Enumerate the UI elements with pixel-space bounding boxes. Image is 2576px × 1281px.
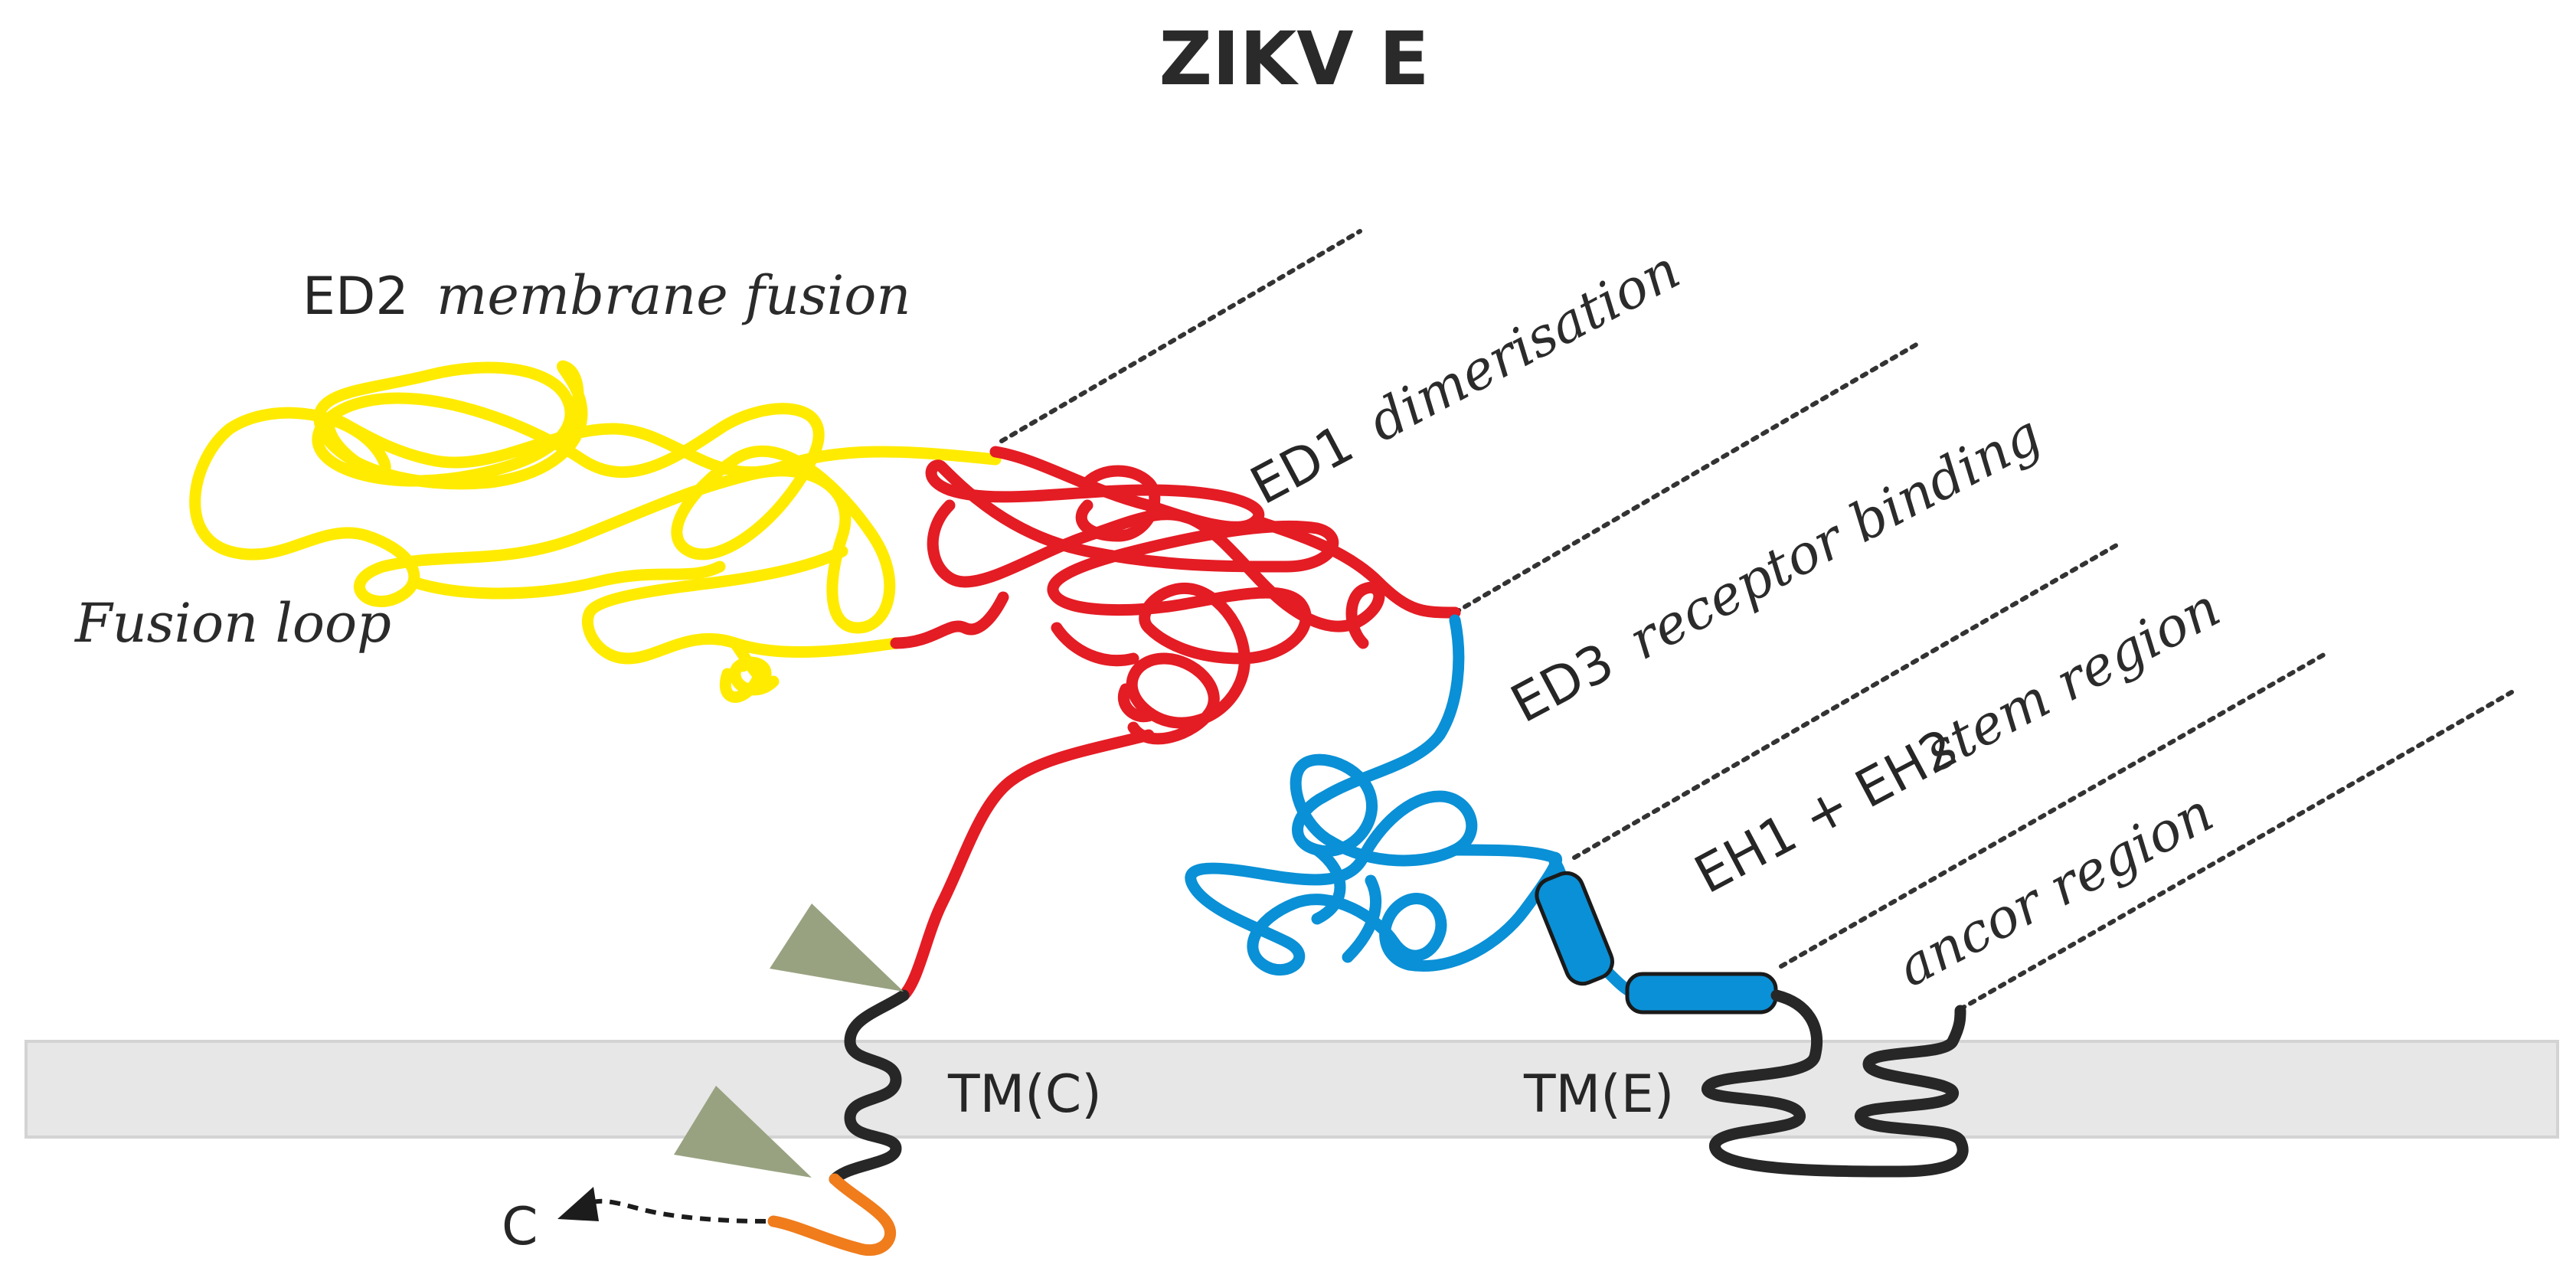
ed2-domain-structure: [189, 360, 1002, 703]
ed1-code-label: ED1: [1241, 413, 1363, 517]
cleavage-marker-upper: [770, 904, 904, 992]
leader-line-stem: [1572, 543, 2119, 860]
leader-lines: [999, 229, 2514, 1011]
c-terminus-dashed-line: [593, 1198, 767, 1224]
transmembrane-segments: [829, 989, 1969, 1185]
ed3-chain-2: [1311, 844, 1561, 963]
tm-c-label: TM(C): [947, 1064, 1102, 1125]
ed1-domain-structure: [890, 446, 1461, 1002]
tm-e-label: TM(E): [1523, 1064, 1674, 1125]
c-terminus-arrowhead: [557, 1187, 599, 1221]
ed1-chain: [925, 446, 1461, 745]
ed1-to-tmc-linker: [897, 729, 1155, 1002]
anchor-function-label: ancor region: [1887, 781, 2223, 999]
membrane-border: [25, 1040, 2559, 1139]
fusion-loop-label: Fusion loop: [74, 592, 391, 655]
cleavage-marker-lower: [674, 1086, 812, 1178]
ed1-function-label: dimerisation: [1358, 238, 1690, 454]
tm-e-coil: [1702, 989, 1969, 1178]
eh1-helix: [1535, 871, 1614, 986]
ed3-function-label: receptor binding: [1619, 403, 2051, 672]
leader-line-ed3: [1453, 341, 1921, 615]
eh2-helix: [1625, 972, 1778, 1015]
ed3-chain: [1185, 614, 1562, 976]
ed2-chain: [189, 360, 1002, 634]
ed2-chain-lower: [407, 545, 902, 696]
leader-line-anchor-2: [1958, 690, 2514, 1011]
leader-line-anchor-1: [1779, 650, 2330, 969]
membrane-band: [26, 1041, 2558, 1137]
diagram-title: ZIKV E: [1159, 16, 1429, 102]
leader-line-ed1: [999, 229, 1362, 443]
stem-function-label: stem region: [1914, 576, 2230, 783]
tm-c-coil: [829, 989, 910, 1185]
ed3-code-label: ED3: [1502, 632, 1623, 735]
ed3-label-group: ED3 receptor binding: [1502, 403, 2051, 735]
c-tail: [767, 1173, 897, 1256]
ed1-label-group: ED1 dimerisation: [1241, 238, 1690, 517]
ed2-loop-bottom: [719, 658, 765, 703]
ed2-code-label: ED2: [302, 266, 409, 327]
cleavage-markers: [674, 904, 904, 1178]
c-terminus-label: C: [502, 1197, 538, 1257]
ed1-chain-2: [1051, 465, 1161, 723]
ed1-to-ed2-link: [890, 591, 1009, 649]
anchor-label-group: ancor region: [1887, 781, 2223, 999]
ed2-function-label: membrane fusion: [436, 264, 910, 327]
